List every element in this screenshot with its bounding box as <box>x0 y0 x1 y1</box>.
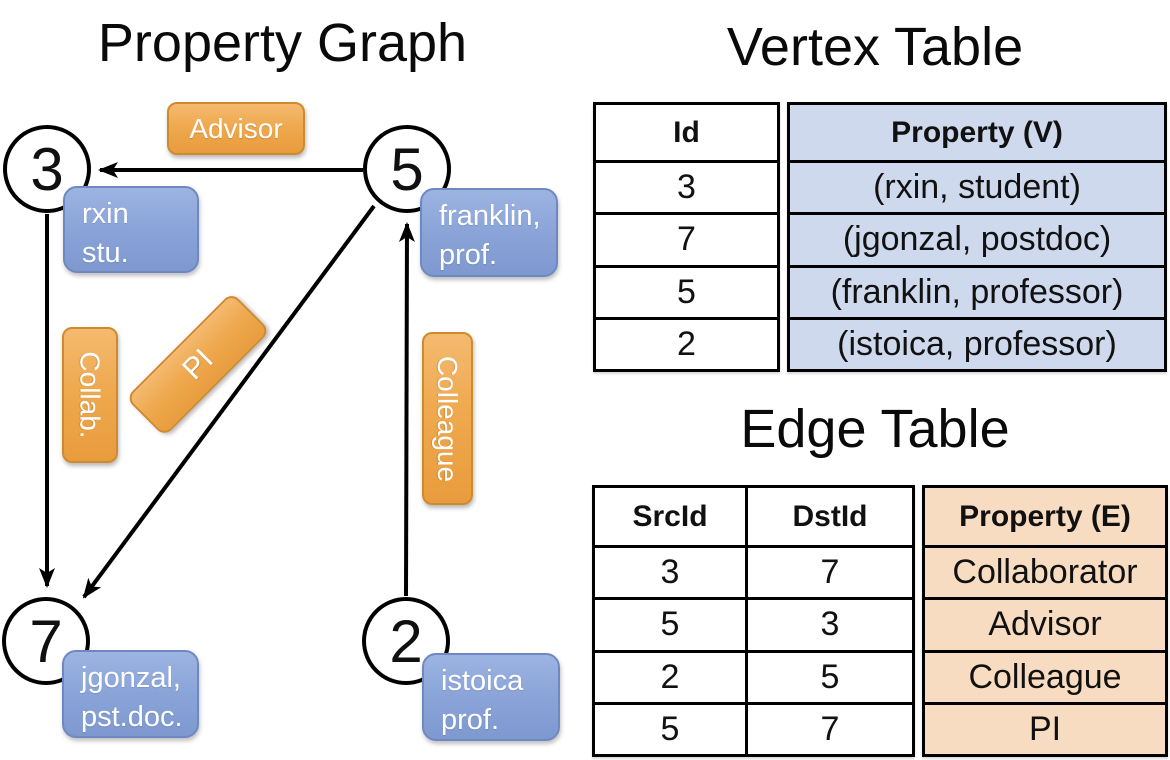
edge-table-cell-dstid: 7 <box>745 701 912 754</box>
edge-label-collab: Collab. <box>62 327 118 463</box>
vertex-table-cell-property: (franklin, professor) <box>790 264 1164 317</box>
edge-table-cell-srcid: 2 <box>595 649 745 702</box>
vertex-table-cell-id: 5 <box>596 264 777 317</box>
edge-arrow-colleague <box>398 222 415 597</box>
property-line: franklin, <box>439 200 541 232</box>
vertex-property-box-5: franklin, prof. <box>420 188 558 277</box>
vertex-table-id-column: Id 3 7 5 2 <box>593 102 780 372</box>
node-id-label: 2 <box>389 607 423 675</box>
edge-label-text: Advisor <box>189 112 283 144</box>
property-line: stu. <box>82 237 129 270</box>
edge-table-cell-srcid: 5 <box>595 597 745 649</box>
graph-edges-layer <box>39 162 415 599</box>
property-line: pst.doc. <box>81 701 183 734</box>
edge-table-property-column: Property (E) Collaborator Advisor Collea… <box>922 485 1168 757</box>
edge-table-cell-srcid: 3 <box>595 545 745 597</box>
property-line: prof. <box>441 704 500 737</box>
property-line: prof. <box>439 239 498 272</box>
edge-table-cell-srcid: 5 <box>595 701 745 754</box>
edge-table-id-columns: SrcId DstId 3 7 5 3 2 5 5 7 <box>592 485 915 757</box>
edge-table-header-srcid: SrcId <box>632 499 708 533</box>
edge-table-cell-property: Advisor <box>925 597 1165 650</box>
vertex-table-cell-id: 7 <box>596 212 777 264</box>
vertex-table-title: Vertex Table <box>726 17 1024 77</box>
vertex-table-header-property: Property (V) <box>790 105 1164 160</box>
graph-node-2: 2 <box>362 597 450 685</box>
graph-node-5: 5 <box>363 125 451 213</box>
edge-table-cell-dstid: 5 <box>745 649 912 702</box>
vertex-table-cell-id: 3 <box>596 160 777 212</box>
edge-table-header-property: Property (E) <box>925 488 1165 545</box>
edge-label-text: Collab. <box>75 351 107 439</box>
property-line: rxin <box>82 198 129 230</box>
edge-table-title: Edge Table <box>740 399 1010 459</box>
vertex-table-header-id: Id <box>673 115 700 149</box>
property-graph-title: Property Graph <box>97 13 468 73</box>
vertex-property-box-2: istoica prof. <box>422 653 560 741</box>
edge-table-cell-property: Colleague <box>925 649 1165 702</box>
edge-table-cell-dstid: 3 <box>745 597 912 650</box>
edge-table-cell-dstid: 7 <box>745 545 912 598</box>
edge-table-header-dstid: DstId <box>745 488 912 545</box>
edge-arrow-pi <box>82 204 376 599</box>
vertex-property-box-7: jgonzal, pst.doc. <box>62 650 199 738</box>
edge-table-cell-property: Collaborator <box>925 545 1165 598</box>
node-id-label: 5 <box>390 135 424 203</box>
edge-label-colleague: Colleague <box>422 332 473 505</box>
vertex-table-cell-property: (istoica, professor) <box>790 316 1164 369</box>
node-id-label: 3 <box>30 135 64 203</box>
vertex-table-property-column: Property (V) (rxin, student) (jgonzal, p… <box>787 102 1167 372</box>
edge-label-advisor: Advisor <box>167 102 305 155</box>
edge-label-text: Colleague <box>432 355 464 482</box>
vertex-table-cell-property: (rxin, student) <box>790 160 1164 213</box>
property-line: jgonzal, <box>81 662 181 694</box>
vertex-property-box-3: rxin stu. <box>63 186 199 273</box>
vertex-table-cell-id: 2 <box>596 316 777 369</box>
property-line: istoica <box>441 665 524 697</box>
edge-label-text: PI <box>175 342 220 386</box>
vertex-table-cell-property: (jgonzal, postdoc) <box>790 212 1164 265</box>
node-id-label: 7 <box>29 607 63 675</box>
edge-table-cell-property: PI <box>925 701 1165 754</box>
